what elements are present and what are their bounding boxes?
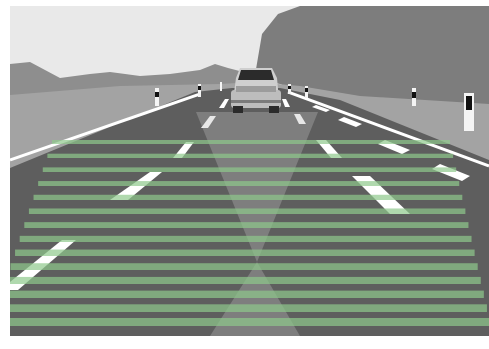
sensor-band <box>10 304 487 312</box>
sensor-band <box>10 263 477 270</box>
sensor-band <box>15 250 475 256</box>
sensor-band <box>52 140 450 144</box>
image-frame <box>10 6 489 336</box>
sensor-band <box>43 167 456 172</box>
sensor-band <box>10 291 484 298</box>
sensor-band <box>38 181 459 186</box>
sensor-band <box>34 195 463 200</box>
sensor-band <box>20 236 472 242</box>
sensor-band <box>24 222 468 228</box>
sensor-band <box>10 318 489 326</box>
sensor-band <box>47 154 453 158</box>
sensor-band <box>29 208 465 214</box>
sensor-band <box>10 277 481 284</box>
car-icon <box>231 68 281 113</box>
